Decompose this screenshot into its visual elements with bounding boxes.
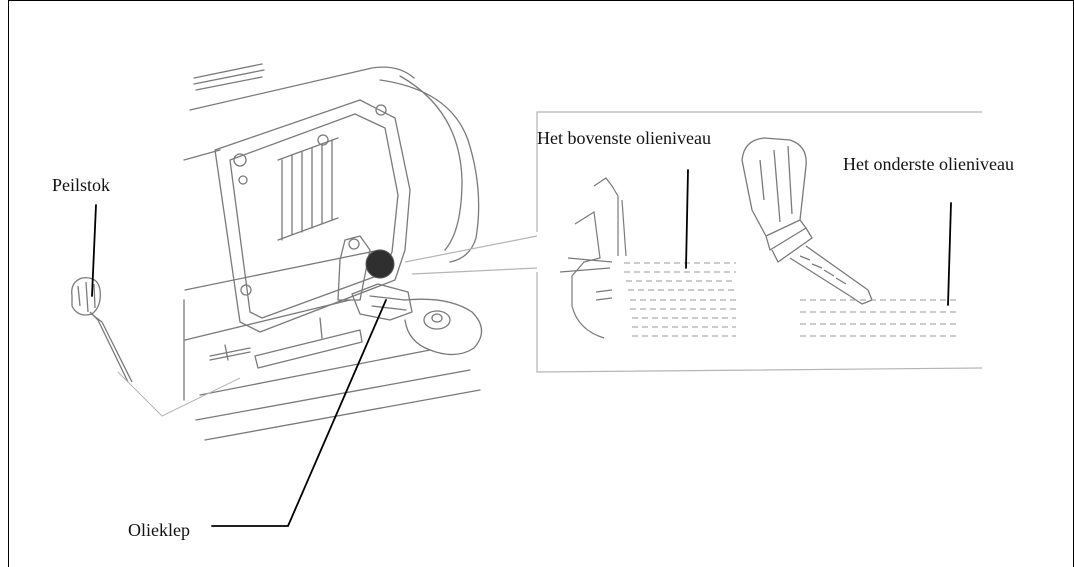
dipstick-icon — [71, 277, 133, 383]
oil-valve-leader — [211, 299, 387, 527]
oil-valve-knob — [365, 249, 395, 279]
dipstick-label: Peilstok — [52, 175, 111, 195]
oil-level-inset — [404, 111, 983, 373]
lower-oil-level-label: Het onderste olieniveau — [843, 154, 1014, 174]
upper-oil-level-drawing — [559, 177, 627, 339]
leader-lines — [91, 169, 952, 527]
lower-oil-surface — [800, 299, 960, 337]
lower-level-leader — [947, 202, 952, 306]
oil-cap-drawing — [741, 137, 873, 305]
oil-valve-label: Olieklep — [128, 520, 190, 540]
upper-level-leader — [685, 169, 689, 269]
engine-crankcase-drawing — [183, 63, 483, 441]
dipstick-leader — [91, 204, 97, 297]
upper-oil-surface — [624, 262, 736, 337]
upper-oil-level-label: Het bovenste olieniveau — [537, 128, 711, 148]
